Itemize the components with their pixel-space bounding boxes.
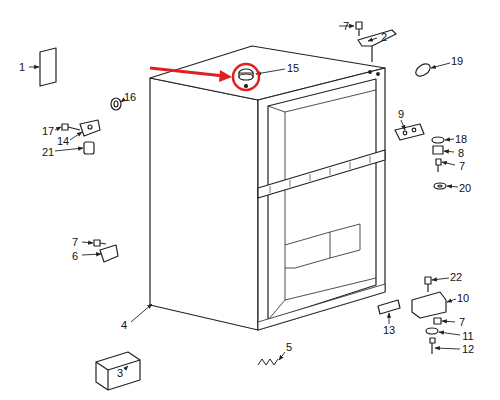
callout-number: 20	[458, 182, 472, 195]
callout-number: 22	[449, 271, 463, 284]
callout-number: 11	[461, 330, 474, 343]
callout-number: 3	[116, 367, 124, 380]
liner-opening	[268, 79, 376, 320]
callout-number: 7	[342, 20, 350, 33]
callout-number: 7	[458, 160, 466, 173]
callout-number: 7	[71, 236, 79, 249]
callout-number: 1	[18, 61, 26, 74]
callout-number: 5	[285, 341, 293, 354]
divider-bar	[258, 150, 385, 198]
callout-number: 8	[457, 147, 465, 160]
callout-number: 21	[41, 146, 55, 159]
callout-number: 14	[56, 135, 70, 148]
cabinet-side	[150, 78, 258, 330]
callout-number: 2	[380, 31, 388, 44]
callout-number: 17	[41, 125, 55, 138]
leader-lines	[29, 26, 460, 369]
top-hinge	[358, 30, 396, 46]
callout-number: 15	[286, 62, 300, 75]
callout-number: 4	[120, 319, 128, 332]
callout-number: 18	[454, 133, 468, 146]
callout-number: 16	[123, 91, 137, 104]
callout-number: 19	[450, 55, 464, 68]
highlight-arrow	[150, 64, 259, 90]
callout-number: 10	[456, 292, 470, 305]
callout-number: 7	[458, 316, 466, 329]
callout-number: 9	[397, 108, 405, 121]
callout-number: 6	[71, 250, 79, 263]
manual	[40, 48, 56, 86]
cabinet-front	[258, 68, 385, 330]
callout-number: 13	[382, 324, 396, 337]
callout-number: 12	[461, 343, 475, 356]
